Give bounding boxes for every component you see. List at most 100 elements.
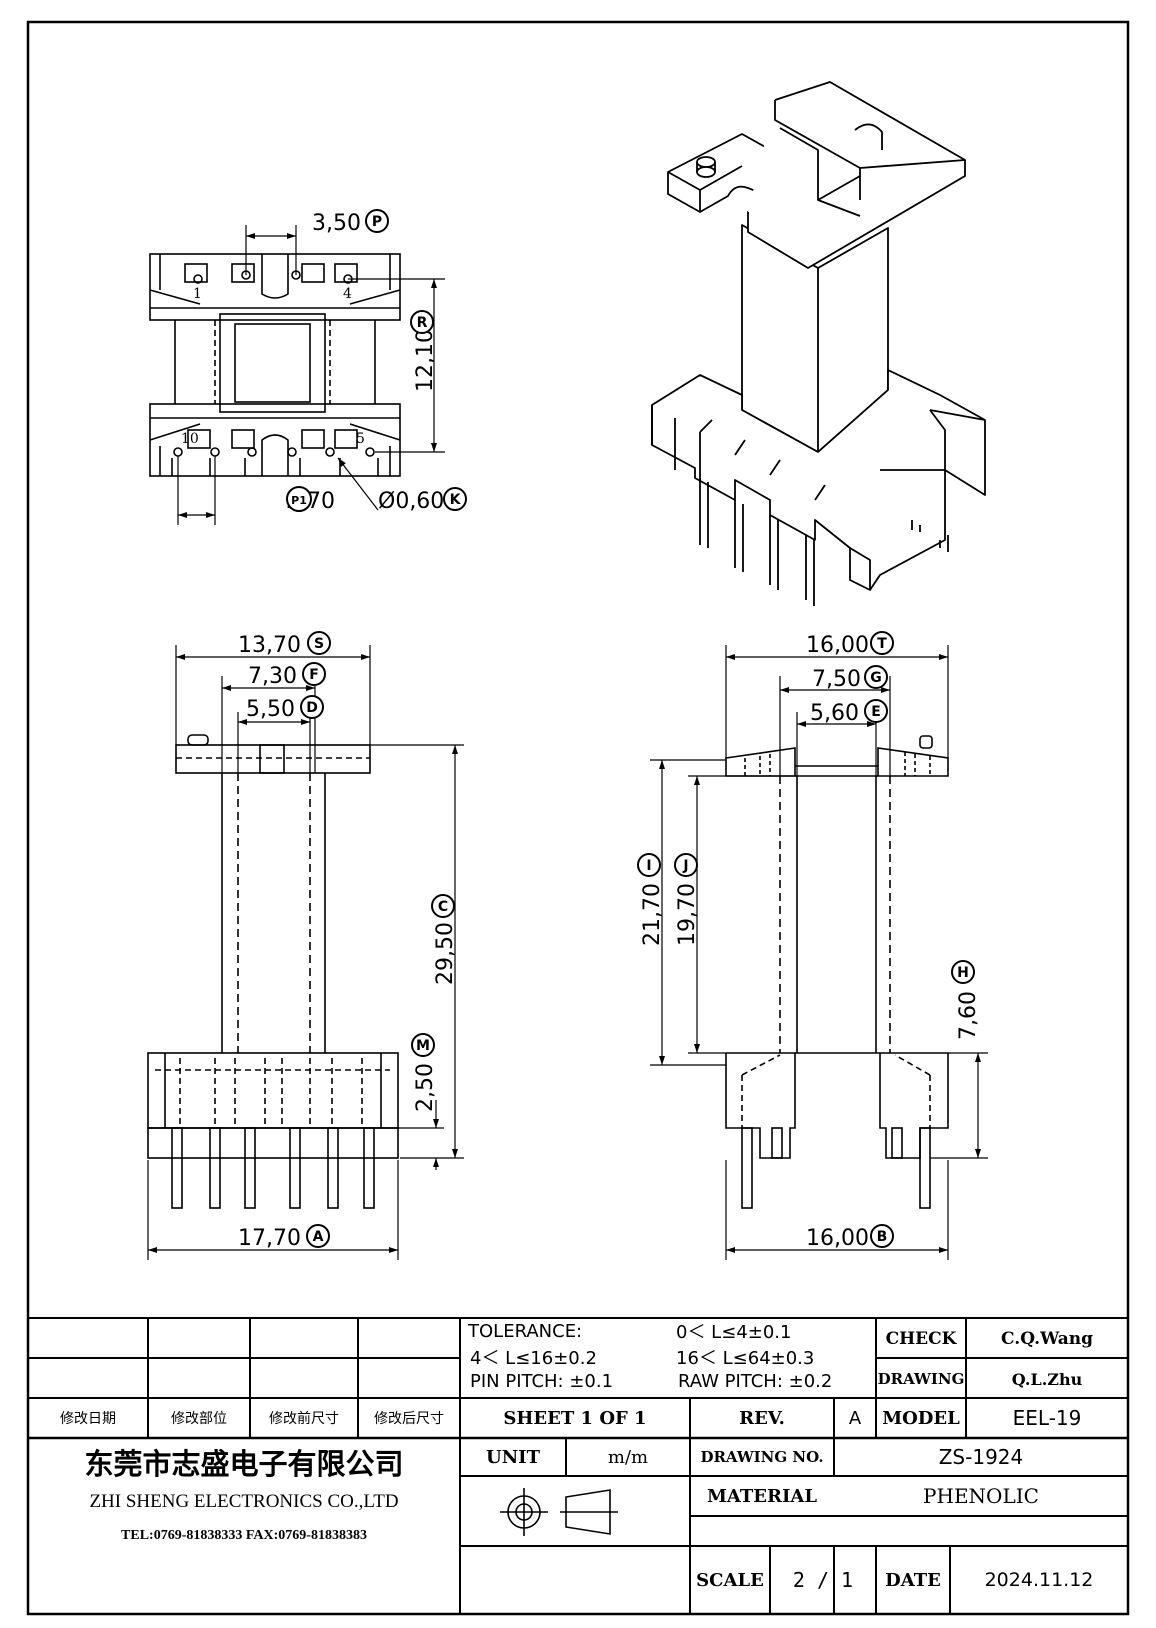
tag-d: D [300, 695, 324, 719]
company-name-en: ZHI SHENG ELECTRONICS CO.,LTD [89, 1491, 399, 1512]
scale-label: SCALE [696, 1569, 764, 1591]
revision-after-header: 修改后尺寸 [374, 1411, 444, 1427]
front-view [147, 734, 399, 1209]
drawing-no-label: DRAWING NO. [700, 1448, 824, 1466]
revision-part-header: 修改部位 [171, 1411, 227, 1427]
svg-text:J: J [682, 858, 688, 874]
pin-10-label: 10 [181, 431, 199, 447]
date-value: 2024.11.12 [984, 1569, 1094, 1591]
dim-m-value: 2,50 [413, 1063, 438, 1112]
drawing-value: Q.L.Zhu [1011, 1369, 1083, 1389]
projection-symbol-icon [500, 1488, 618, 1536]
rev-value: A [848, 1407, 862, 1429]
dim-r-value: 12,10 [413, 329, 438, 392]
tag-a: A [306, 1224, 330, 1248]
tolerance-label: TOLERANCE: [468, 1320, 583, 1342]
front-view-dims [147, 645, 464, 1260]
model-value: EEL-19 [1012, 1406, 1082, 1430]
unit-value: m/m [607, 1446, 649, 1468]
tolerance-range-1: 0＜ L≤4±0.1 [676, 1322, 792, 1343]
dim-h-value: 7,60 [956, 991, 981, 1040]
tag-j: J [674, 853, 698, 877]
side-view [725, 735, 949, 1209]
rev-label: REV. [739, 1407, 785, 1429]
sheet-number: SHEET 1 OF 1 [503, 1407, 647, 1429]
tag-s: S [307, 631, 331, 655]
tag-h: H [951, 960, 975, 984]
svg-text:A: A [313, 1229, 324, 1245]
circled-tags: P R P1 K S F D C M A T G E I J H B [286, 209, 975, 1248]
dim-p-value: 3,50 [312, 211, 361, 236]
dim-f-value: 7,30 [248, 664, 297, 689]
scale-value: 2 / 1 [792, 1568, 854, 1592]
tag-g: G [864, 665, 888, 689]
tolerance-range-3: 16＜ L≤64±0.3 [676, 1348, 815, 1369]
pin-5-label: 5 [356, 431, 365, 447]
dim-k-value: Ø0,60 [378, 489, 444, 514]
pin-1-label: 1 [193, 286, 202, 302]
svg-text:K: K [450, 492, 462, 508]
tag-p: P [365, 209, 389, 233]
side-view-dims [650, 645, 988, 1260]
drawing-no-value: ZS-1924 [938, 1445, 1024, 1469]
dim-e-value: 5,60 [810, 701, 859, 726]
check-value: C.Q.Wang [1001, 1329, 1093, 1349]
drawing-label: DRAWING [877, 1370, 965, 1388]
svg-text:I: I [646, 858, 651, 874]
svg-text:C: C [438, 899, 448, 915]
company-name-cn: 东莞市志盛电子有限公司 [84, 1447, 404, 1481]
svg-text:R: R [417, 315, 428, 331]
dim-d-value: 5,50 [246, 697, 295, 722]
tag-c: C [431, 894, 455, 918]
date-label: DATE [885, 1569, 941, 1591]
svg-text:F: F [309, 667, 319, 683]
dim-c-value: 29,50 [433, 922, 458, 985]
svg-text:P: P [372, 214, 382, 230]
dim-i-value: 21,70 [640, 883, 665, 946]
material-value: PHENOLIC [923, 1484, 1039, 1508]
tag-r: R [410, 310, 434, 334]
svg-text:G: G [870, 670, 882, 686]
pin-4-label: 4 [343, 286, 352, 302]
pin-numbers: 1 4 10 5 [181, 286, 365, 447]
svg-text:P1: P1 [291, 494, 307, 507]
svg-text:M: M [416, 1038, 430, 1054]
tag-b: B [870, 1224, 894, 1248]
top-view-dims [177, 225, 445, 525]
material-label: MATERIAL [706, 1485, 818, 1507]
pin-pitch: PIN PITCH: ±0.1 [470, 1370, 614, 1392]
revision-before-header: 修改前尺寸 [269, 1411, 339, 1427]
model-label: MODEL [882, 1407, 960, 1429]
dim-j-value: 19,70 [675, 883, 700, 946]
dim-s-value: 13,70 [238, 633, 301, 658]
title-block-grid [28, 1317, 1128, 1614]
dim-t-value: 16,00 [806, 633, 869, 658]
dimension-labels: 3,50 2,70 Ø0,60 13,70 7,30 5,50 17,70 16… [238, 211, 981, 1251]
sheet-border [26, 20, 1130, 1616]
tag-f: F [302, 662, 326, 686]
svg-text:E: E [871, 704, 881, 720]
tag-t: T [870, 631, 894, 655]
tag-m: M [411, 1033, 435, 1057]
isometric-view [651, 81, 986, 606]
top-view [149, 253, 401, 477]
check-label: CHECK [885, 1329, 957, 1349]
tag-i: I [637, 853, 661, 877]
svg-text:H: H [957, 965, 969, 981]
svg-text:S: S [314, 636, 324, 652]
dim-g-value: 7,50 [812, 667, 861, 692]
svg-text:D: D [306, 700, 318, 716]
svg-text:B: B [877, 1229, 888, 1245]
tag-p1: P1 [286, 486, 312, 512]
tolerance-range-2: 4＜ L≤16±0.2 [470, 1348, 597, 1369]
dim-b-value: 16,00 [806, 1226, 869, 1251]
unit-label: UNIT [486, 1446, 540, 1468]
tag-k: K [443, 487, 467, 511]
raw-pitch: RAW PITCH: ±0.2 [678, 1370, 833, 1392]
tag-e: E [864, 699, 888, 723]
svg-text:T: T [877, 636, 887, 652]
revision-date-header: 修改日期 [60, 1411, 116, 1427]
company-contact: TEL:0769-81838333 FAX:0769-81838383 [121, 1528, 367, 1543]
dim-a-value: 17,70 [238, 1226, 301, 1251]
